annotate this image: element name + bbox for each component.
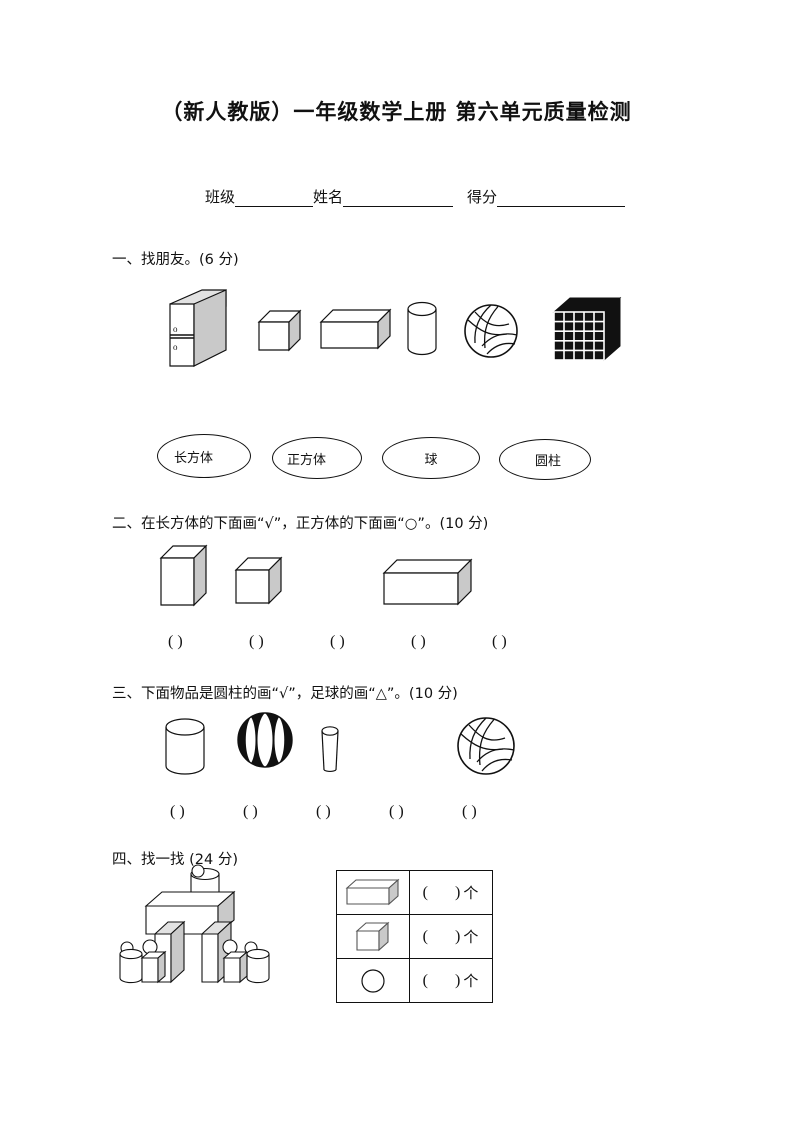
left-base-group — [119, 939, 167, 984]
shape-wide-cuboid — [382, 558, 473, 607]
oval-label: 长方体 — [174, 450, 214, 466]
score-label: 得分 — [467, 188, 498, 206]
section-2-answer-row: ( ) ( ) ( ) ( ) ( ) — [0, 633, 793, 653]
block-structure-illustration — [118, 862, 318, 992]
oval-label: 正方体 — [287, 452, 327, 468]
section-4-heading: 四、找一找 (24 分) — [112, 852, 238, 868]
oval-label: 圆柱 — [534, 454, 561, 469]
student-info-line: 班级 姓名 得分 — [205, 186, 626, 207]
page-title: （新人教版）一年级数学上册 第六单元质量检测 — [161, 100, 632, 124]
svg-text:o: o — [173, 342, 178, 352]
table-cell-count-cuboid[interactable]: ( ) 个 — [409, 870, 493, 915]
oval-option-cylinder[interactable]: 圆柱 — [499, 439, 591, 480]
answer-slot[interactable]: ( ) — [170, 803, 185, 820]
answer-slot[interactable]: ( ) — [492, 633, 507, 650]
close-paren: ) — [454, 971, 462, 989]
shape-volleyball-2 — [455, 715, 517, 777]
table-row: ( ) 个 — [336, 958, 493, 1003]
shape-cylinder-wide — [162, 716, 208, 778]
unit-label: 个 — [463, 884, 480, 902]
answer-slot[interactable]: ( ) — [316, 803, 331, 820]
oval-option-cuboid[interactable]: 长方体 — [157, 434, 251, 478]
table-cell-shape-cuboid — [336, 870, 410, 915]
close-paren: ) — [454, 927, 462, 945]
answer-slot[interactable]: ( ) — [411, 633, 426, 650]
open-paren: ( — [422, 927, 429, 945]
shape-cylinder — [405, 300, 439, 358]
oval-label: 球 — [424, 452, 438, 468]
svg-text:o: o — [173, 324, 178, 334]
answer-slot[interactable]: ( ) — [330, 633, 345, 650]
section-1-heading: 一、找朋友。(6 分) — [112, 252, 239, 268]
oval-option-cube[interactable]: 正方体 — [272, 437, 362, 479]
shape-cube — [234, 556, 283, 605]
answer-slot[interactable]: ( ) — [249, 633, 264, 650]
section-3-answer-row: ( ) ( ) ( ) ( ) ( ) — [0, 803, 793, 823]
class-label: 班级 — [205, 188, 236, 206]
unit-label: 个 — [463, 928, 480, 946]
table-row: ( ) 个 — [336, 914, 493, 959]
class-input-rule[interactable] — [235, 193, 314, 207]
shape-refrigerator: o o — [168, 288, 230, 368]
section-2-heading: 二、在长方体的下面画“√”，正方体的下面画“○”。(10 分) — [112, 516, 489, 532]
right-base-group — [222, 939, 270, 984]
shape-volleyball — [462, 302, 520, 360]
shape-thin-cylinder — [318, 724, 342, 776]
answer-slot[interactable]: ( ) — [243, 803, 258, 820]
name-input-rule[interactable] — [343, 193, 454, 207]
answer-slot[interactable]: ( ) — [462, 803, 477, 820]
section-3-heading: 三、下面物品是圆柱的画“√”，足球的画“△”。(10 分) — [112, 686, 458, 702]
score-input-rule[interactable] — [497, 193, 626, 207]
shape-beach-ball — [237, 712, 293, 768]
answer-slot[interactable]: ( ) — [389, 803, 404, 820]
shape-small-cube — [257, 309, 302, 352]
table-cell-shape-circle — [336, 958, 410, 1003]
table-cell-shape-cube — [336, 914, 410, 959]
shape-tall-cuboid — [159, 544, 208, 607]
oval-option-sphere[interactable]: 球 — [382, 437, 480, 479]
name-label: 姓名 — [313, 188, 344, 206]
shape-rectangular-box — [319, 308, 392, 354]
open-paren: ( — [422, 883, 429, 901]
count-table: ( ) 个 ( — [336, 870, 493, 1003]
open-paren: ( — [422, 971, 429, 989]
table-row: ( ) 个 — [336, 870, 493, 915]
table-cell-count-cube[interactable]: ( ) 个 — [409, 914, 493, 959]
unit-label: 个 — [463, 972, 480, 990]
close-paren: ) — [454, 883, 462, 901]
shape-grid-cube — [552, 296, 624, 368]
answer-slot[interactable]: ( ) — [168, 633, 183, 650]
table-cell-count-circle[interactable]: ( ) 个 — [409, 958, 493, 1003]
